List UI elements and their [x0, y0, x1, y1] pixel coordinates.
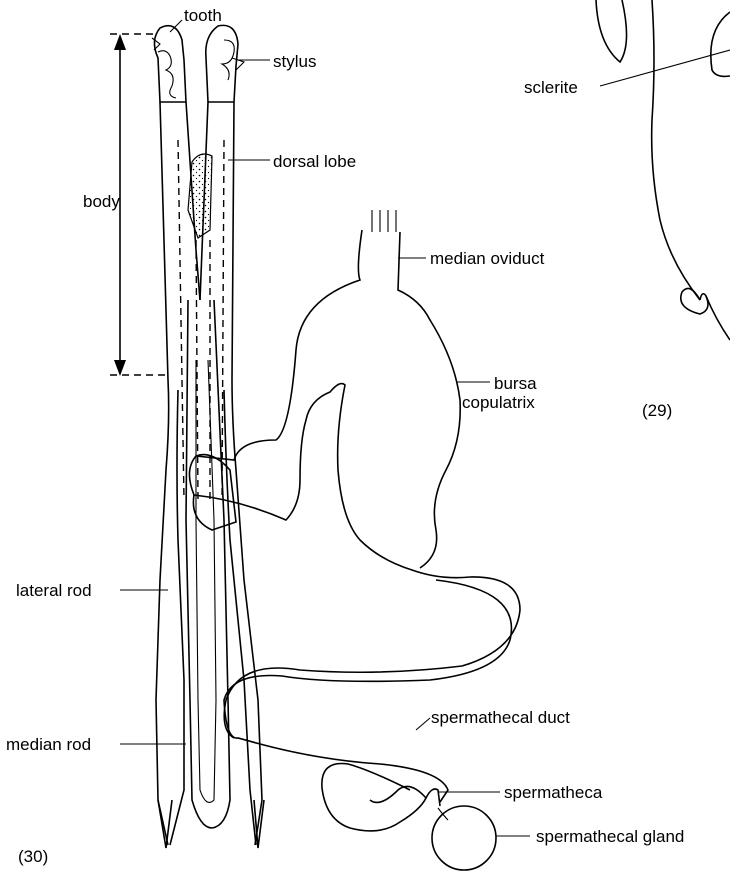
right-valve-head — [206, 25, 244, 102]
label-spermathecal-gland: spermathecal gland — [536, 827, 684, 846]
label-spermatheca: spermatheca — [504, 783, 603, 802]
bursa-copulatrix — [189, 230, 520, 738]
figure-number-30: (30) — [18, 847, 48, 866]
partial-figure-29 — [596, 0, 730, 340]
spermatheca — [322, 764, 426, 831]
left-valve-head — [152, 26, 186, 102]
label-median-rod: median rod — [6, 735, 91, 754]
median-oviduct-tubes — [372, 210, 396, 232]
ovipositor-figure — [110, 25, 264, 848]
label-copulatrix: copulatrix — [462, 393, 535, 412]
figure-number-29: (29) — [642, 401, 672, 420]
label-body: body — [83, 192, 120, 211]
label-median-oviduct: median oviduct — [430, 249, 545, 268]
label-dorsal-lobe: dorsal lobe — [273, 152, 356, 171]
label-tooth: tooth — [184, 6, 222, 25]
label-bursa: bursa — [494, 374, 537, 393]
spermathecal-duct — [224, 580, 511, 802]
label-stylus: stylus — [273, 52, 316, 71]
spermathecal-gland — [432, 806, 496, 870]
label-lateral-rod: lateral rod — [16, 581, 92, 600]
label-sclerite: sclerite — [524, 78, 578, 97]
label-spermathecal-duct: spermathecal duct — [431, 708, 570, 727]
median-rods — [186, 300, 230, 828]
rod-tips — [158, 800, 264, 848]
bursa-copulatrix-figure — [189, 210, 520, 870]
